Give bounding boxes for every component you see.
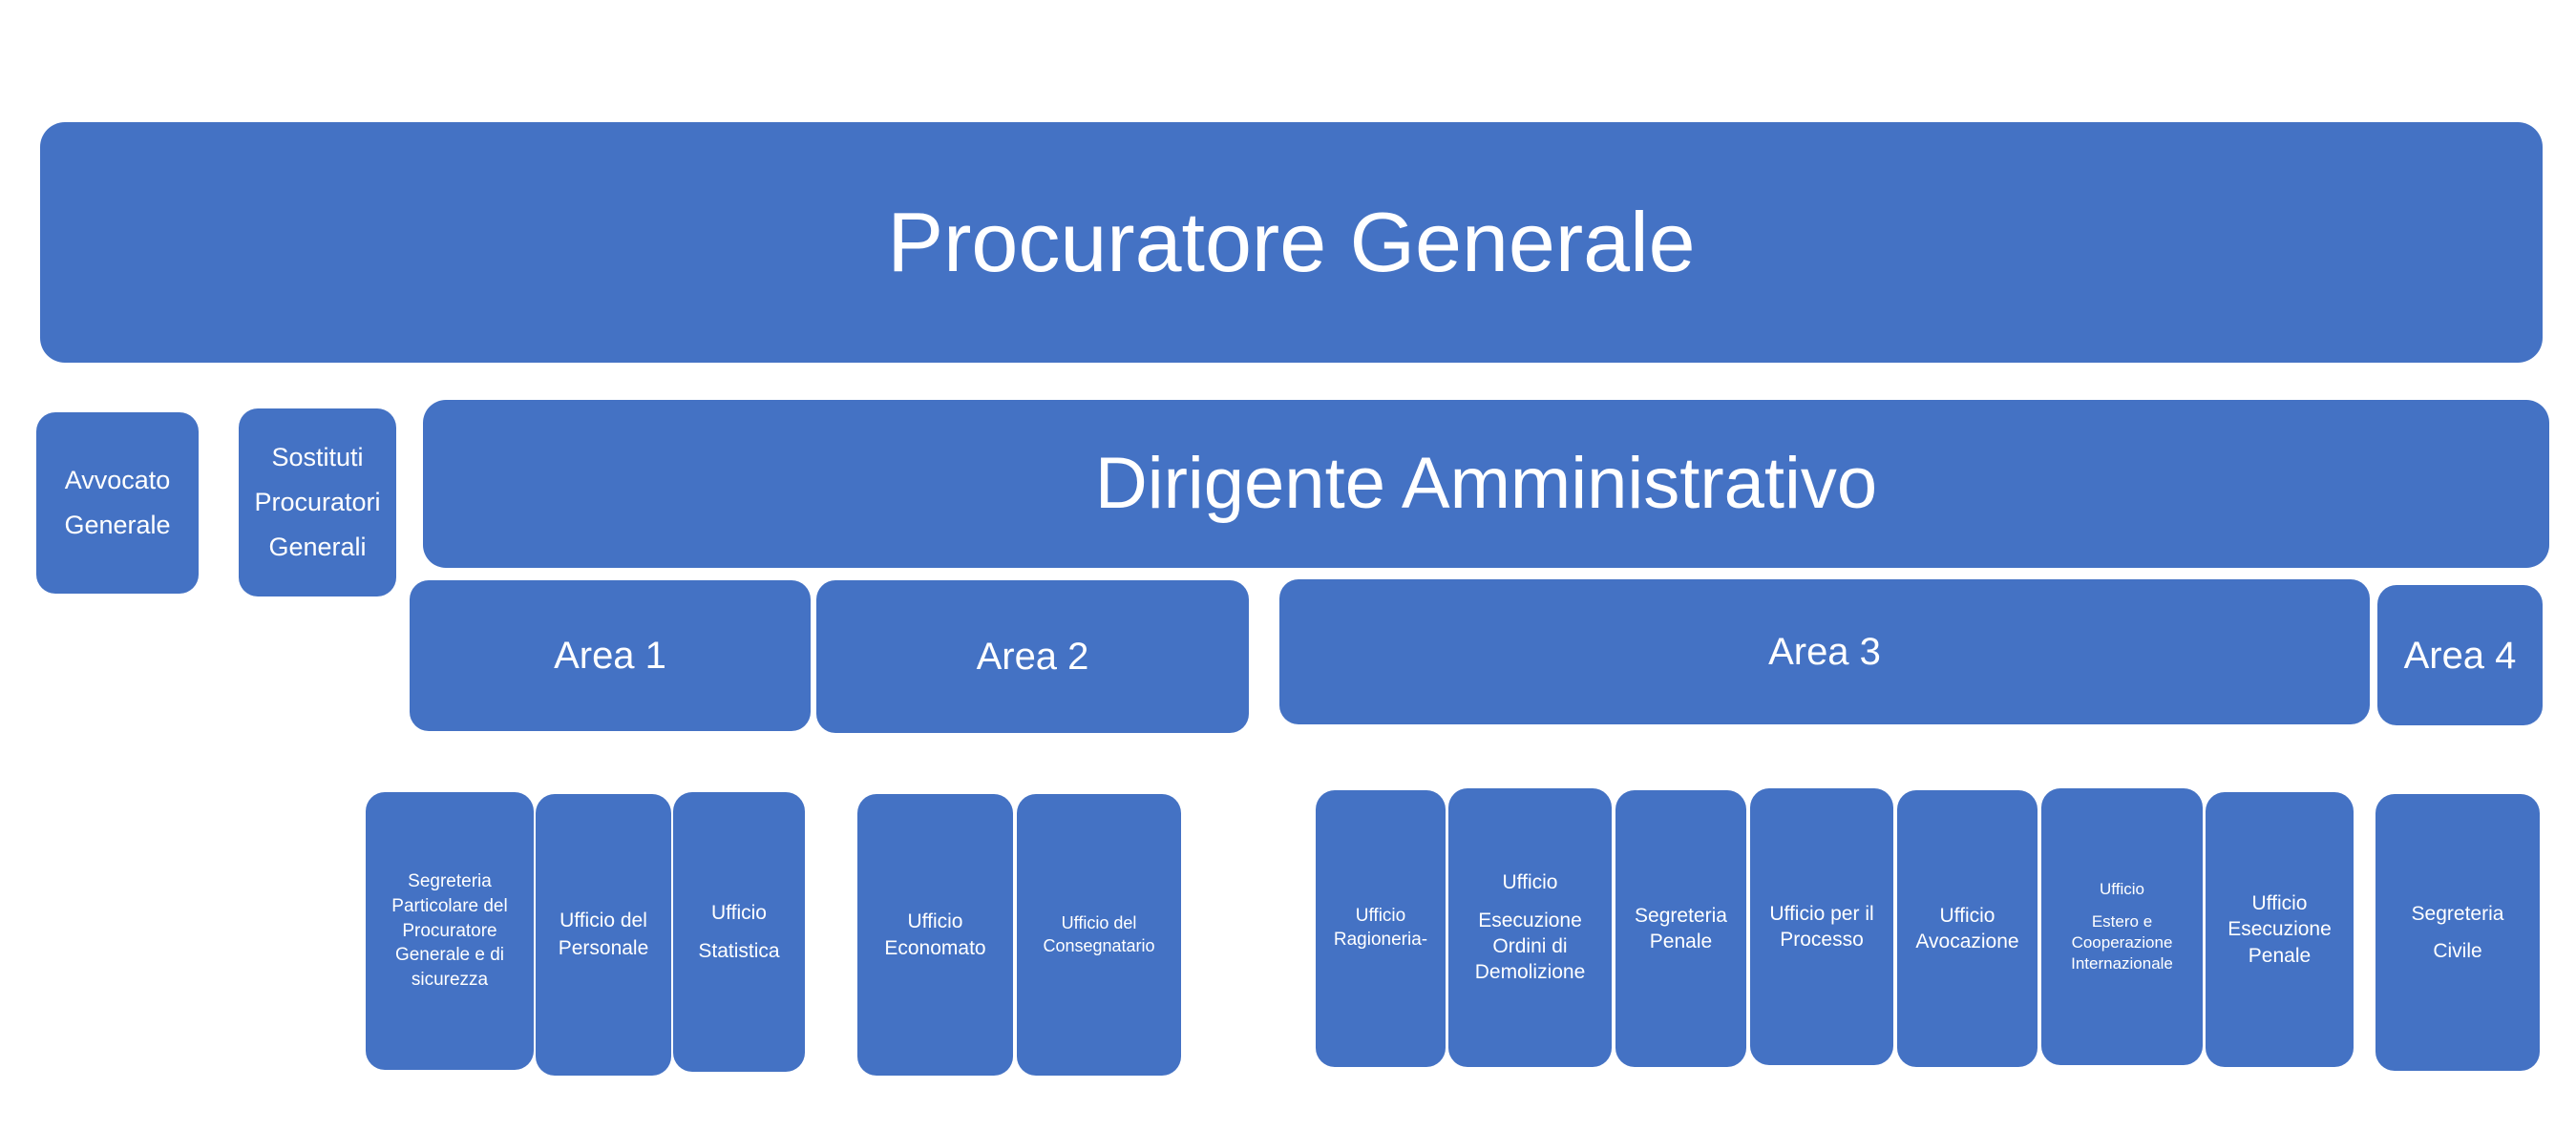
- org-box-ufficio-avocazione: Ufficio Avocazione: [1897, 790, 2038, 1067]
- org-box-label: Ufficio del Personale: [558, 910, 649, 959]
- org-box-ufficio-per-il-processo: Ufficio per il Processo: [1750, 788, 1893, 1065]
- org-box-ufficio-del-consegnatario: Ufficio del Consegnatario: [1017, 794, 1181, 1076]
- org-box-label: Ufficio: [711, 902, 767, 925]
- org-box-ufficio-del-personale: Ufficio del Personale: [536, 794, 671, 1076]
- org-box-label: Segreteria Particolare del Procuratore G…: [391, 871, 508, 990]
- org-box-label: Area 1: [554, 635, 666, 677]
- org-box-area-2: Area 2: [816, 580, 1249, 733]
- org-box-label: Ufficio per il Processo: [1769, 902, 1874, 951]
- org-box-procuratore-generale: Procuratore Generale: [40, 122, 2543, 363]
- org-box-ufficio-estero-cooperazione-internazionale: Ufficio Estero e Cooperazione Internazio…: [2041, 788, 2203, 1065]
- org-box-area-1: Area 1: [410, 580, 811, 731]
- org-box-label: Dirigente Amministrativo: [1094, 442, 1878, 524]
- org-box-area-4: Area 4: [2377, 585, 2543, 725]
- org-box-label: Procuratore Generale: [887, 194, 1696, 289]
- org-box-label: Ufficio: [2100, 879, 2144, 898]
- org-box-segreteria-civile: Segreteria Civile: [2375, 794, 2540, 1071]
- org-box-label: Ufficio Economato: [884, 910, 986, 959]
- org-box-ufficio-esecuzione-ordini-demolizione: Ufficio Esecuzione Ordini di Demolizione: [1448, 788, 1612, 1067]
- org-box-label: Sostituti: [271, 442, 364, 471]
- org-box-label: Area 2: [976, 636, 1089, 678]
- org-box-label: Estero e Cooperazione Internazionale: [2071, 911, 2173, 973]
- org-box-label: Segreteria: [2411, 902, 2504, 925]
- org-box-label: Area 3: [1768, 631, 1881, 673]
- org-box-segreteria-particolare: Segreteria Particolare del Procuratore G…: [366, 792, 534, 1070]
- org-box-label: Ufficio Esecuzione Penale: [2228, 892, 2332, 967]
- org-box-ufficio-ragioneria: Ufficio Ragioneria-: [1316, 790, 1446, 1067]
- org-box-label: Procuratori: [254, 487, 381, 516]
- org-box-label: Ufficio del Consegnatario: [1043, 913, 1155, 955]
- org-box-area-3: Area 3: [1279, 579, 2370, 724]
- org-box-label: Ufficio Avocazione: [1915, 904, 2019, 952]
- org-box-ufficio-esecuzione-penale: Ufficio Esecuzione Penale: [2206, 792, 2354, 1067]
- org-box-label: Segreteria Penale: [1635, 904, 1727, 952]
- org-box-segreteria-penale: Segreteria Penale: [1615, 790, 1746, 1067]
- org-box-avvocato-generale: Avvocato Generale: [36, 412, 199, 594]
- org-box-label: Ufficio: [1502, 871, 1558, 894]
- org-box-label: Statistica: [698, 939, 780, 962]
- org-box-label: Esecuzione Ordini di Demolizione: [1474, 909, 1586, 984]
- org-box-label: Avvocato: [64, 465, 171, 494]
- org-box-label: Generale: [64, 511, 171, 539]
- org-box-dirigente-amministrativo: Dirigente Amministrativo: [423, 400, 2549, 568]
- org-box-label: Ufficio Ragioneria-: [1333, 906, 1428, 950]
- org-box-ufficio-statistica: Ufficio Statistica: [673, 792, 805, 1072]
- org-box-label: Generali: [268, 533, 367, 562]
- org-box-sostituti-procuratori-generali: Sostituti Procuratori Generali: [239, 408, 396, 596]
- org-box-ufficio-economato: Ufficio Economato: [857, 794, 1013, 1076]
- org-box-label: Area 4: [2403, 634, 2517, 677]
- org-box-label: Civile: [2433, 940, 2482, 962]
